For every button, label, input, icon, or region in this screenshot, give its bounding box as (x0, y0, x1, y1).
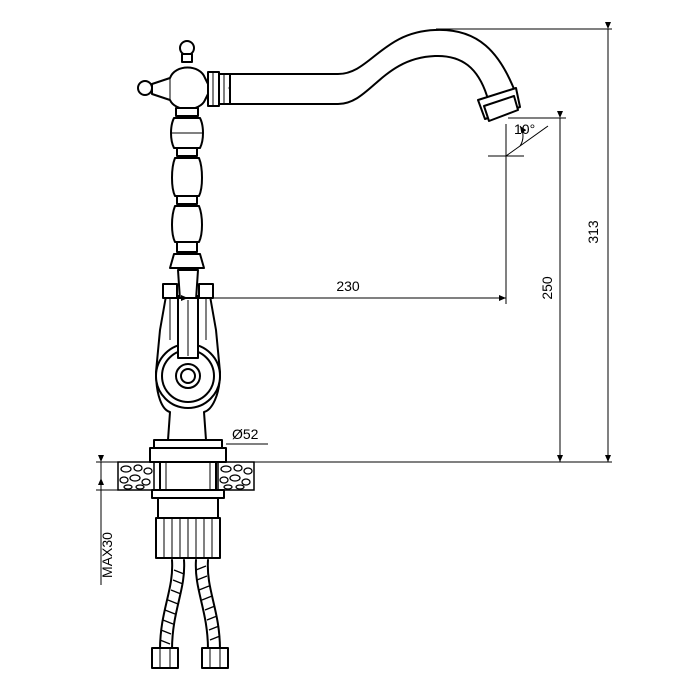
countertop-hatch (119, 464, 253, 490)
cross-handle (137, 40, 231, 110)
dimension-250: 250 (508, 111, 566, 462)
dimension-313: 313 (436, 22, 612, 462)
dimension-10deg-label: 10° (514, 121, 535, 137)
dimension-max30-label: MAX30 (99, 532, 115, 578)
spout-aerator (477, 87, 521, 122)
dimension-230-label: 230 (336, 278, 360, 294)
dimension-230: 230 (181, 124, 507, 304)
mounting-nut (155, 497, 221, 559)
valve-body (155, 283, 221, 441)
supply-hoses (151, 559, 229, 669)
dimension-diameter-52: Ø52 (226, 426, 268, 445)
spout-collar (207, 71, 231, 107)
countertop (100, 461, 612, 491)
dimension-250-label: 250 (539, 276, 555, 300)
dimension-10deg: 10° (488, 121, 549, 157)
faucet-body (137, 40, 231, 669)
dimension-diameter-52-label: Ø52 (232, 426, 259, 442)
lever-handle (177, 269, 199, 359)
base-flange (149, 439, 227, 499)
dimension-313-label: 313 (585, 220, 601, 244)
dimension-max30: MAX30 (96, 455, 118, 585)
spout (207, 28, 521, 122)
column (169, 107, 205, 269)
